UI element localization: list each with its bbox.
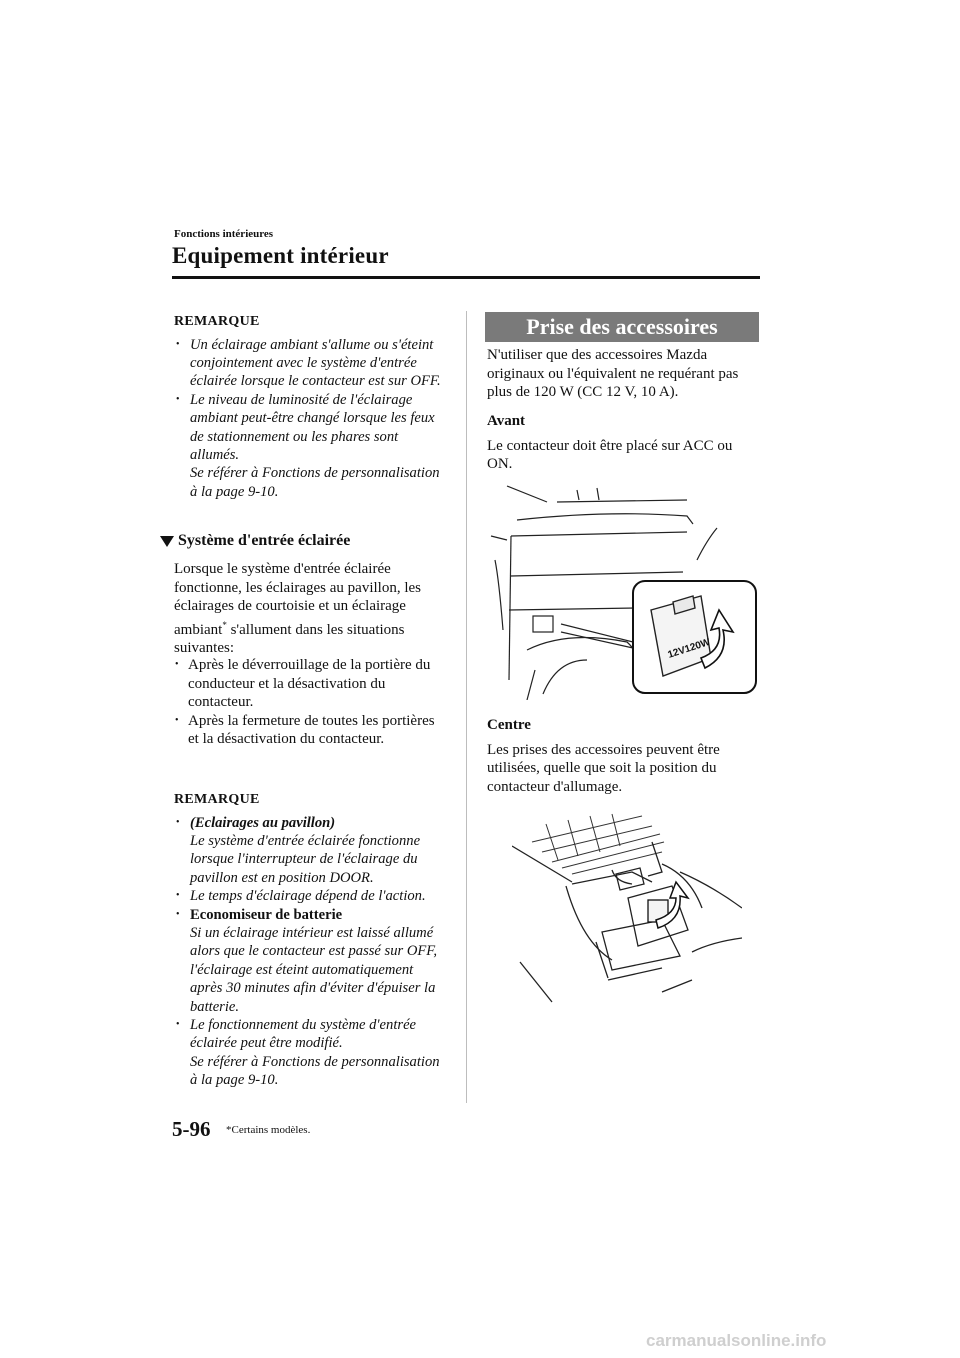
cross-reference: Se référer à Fonctions de personnalisati… <box>190 465 440 500</box>
footnote: *Certains modèles. <box>226 1124 311 1136</box>
triangle-marker-icon <box>160 535 174 547</box>
cross-reference: Se référer à Fonctions de personnalisati… <box>190 1053 440 1089</box>
note-item: Le temps d'éclairage dépend de l'action. <box>174 887 444 906</box>
note-text: Le niveau de luminosité de l'éclairage a… <box>190 391 435 464</box>
intro-paragraph: N'utiliser que des accessoires Mazda ori… <box>487 346 757 402</box>
body-paragraph: Lorsque le système d'entrée éclairée fon… <box>174 560 444 658</box>
note-label: REMARQUE <box>174 314 260 329</box>
center-text: Les prises des accessoires peuvent être … <box>487 741 720 795</box>
watermark: carmanualsonline.info <box>646 1331 827 1350</box>
front-section: Avant Le contacteur doit être placé sur … <box>487 412 757 474</box>
front-socket-illustration: 12V120W <box>487 480 759 700</box>
intro-text: N'utiliser que des accessoires Mazda ori… <box>487 347 739 401</box>
list-item: Après le déverrouillage de la portière d… <box>174 656 444 712</box>
note-item: Le niveau de luminosité de l'éclairage a… <box>174 391 444 501</box>
open-arrow-icon <box>655 880 690 929</box>
note-item-title: (Eclairages au pavillon) <box>190 814 336 831</box>
section-banner: Prise des accessoires <box>485 312 759 342</box>
condition-list: Après le déverrouillage de la portière d… <box>174 656 444 749</box>
center-section: Centre Les prises des accessoires peuven… <box>487 716 757 796</box>
subsection-heading: Système d'entrée éclairée <box>160 532 430 551</box>
note-item: Le fonctionnement du système d'entrée éc… <box>174 1016 444 1090</box>
note-block-2: REMARQUE (Eclairages au pavillon) Le syst… <box>174 791 444 1090</box>
note-block-1: REMARQUE Un éclairage ambiant s'allume o… <box>174 313 444 501</box>
page-number: 5-96 <box>172 1117 211 1141</box>
note-item-title: Economiseur de batterie <box>190 906 343 923</box>
note-text: Le système d'entrée éclairée fonctionne … <box>190 833 421 886</box>
para-text-end: s'allument dans les situations suivantes… <box>174 621 405 657</box>
subheading-text: Système d'entrée éclairée <box>178 532 351 549</box>
column-divider <box>466 311 467 1103</box>
note-text: Si un éclairage intérieur est laissé all… <box>190 925 437 1015</box>
front-text: Le contacteur doit être placé sur ACC ou… <box>487 437 733 473</box>
page-title: Equipement intérieur <box>172 243 389 268</box>
section-label: Fonctions intérieures <box>174 228 274 240</box>
title-rule <box>172 276 760 279</box>
list-item: Après la fermeture de toutes les portièr… <box>174 712 444 749</box>
note-item: Un éclairage ambiant s'allume ou s'étein… <box>174 336 444 391</box>
note-text: Le fonctionnement du système d'entrée éc… <box>190 1017 417 1052</box>
note-item: Economiseur de batterie Si un éclairage i… <box>174 906 444 1016</box>
note-item: (Eclairages au pavillon) Le système d'ent… <box>174 814 444 888</box>
open-arrow-icon <box>699 608 735 670</box>
note-label: REMARQUE <box>174 792 260 807</box>
para-text: Lorsque le système d'entrée éclairée fon… <box>174 561 421 638</box>
center-heading: Centre <box>487 717 531 733</box>
footnote-star: * <box>222 619 227 630</box>
center-socket-illustration <box>512 812 742 1008</box>
front-heading: Avant <box>487 413 526 429</box>
